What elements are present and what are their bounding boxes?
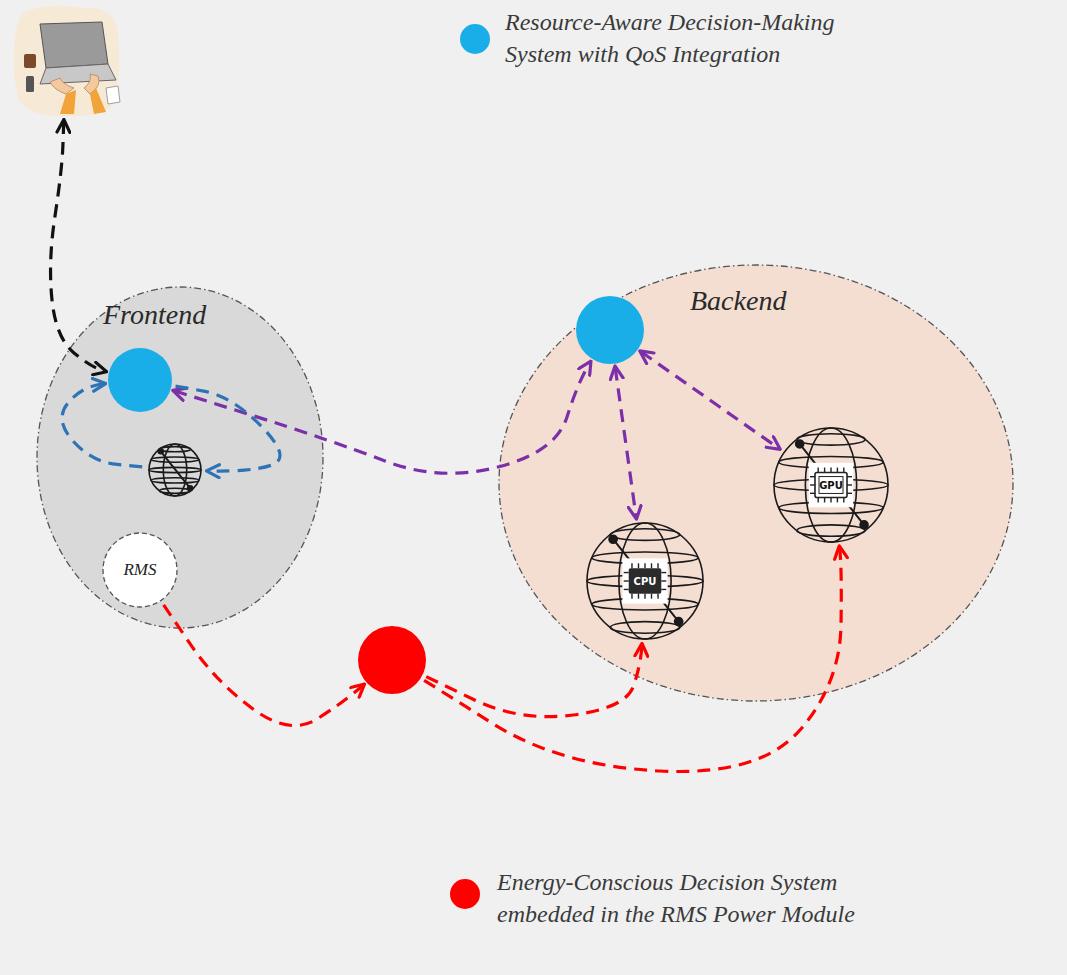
- decision-system-circle: [107, 347, 173, 413]
- frontend-region: FrontendRMS: [35, 285, 325, 630]
- node-label: RMS: [123, 560, 156, 580]
- chip-label: GPU: [819, 480, 843, 491]
- legend-entry: Resource-Aware Decision-Making System wi…: [460, 6, 865, 70]
- legend-entry: Energy-Conscious Decision System embedde…: [450, 866, 897, 930]
- dashed-connector: [164, 605, 364, 726]
- decision-system-circle-outline: [575, 295, 645, 365]
- model-globe: [145, 441, 205, 499]
- dashed-connector: [615, 368, 636, 518]
- dashed-connector: [424, 547, 841, 771]
- dashed-connector: [51, 121, 106, 371]
- rms-circle: RMS: [101, 531, 179, 609]
- decision-system-circle: [575, 295, 645, 365]
- chip-label: CPU: [634, 576, 657, 587]
- backend-region-outline: [497, 263, 1015, 703]
- legend-text: Energy-Conscious Decision System embedde…: [497, 866, 897, 930]
- user-laptop-illustration-outline: [10, 2, 122, 118]
- legend-swatch: [460, 24, 490, 54]
- legend-text: Resource-Aware Decision-Making System wi…: [505, 6, 865, 70]
- user-laptop-illustration: [10, 2, 122, 118]
- cpu-globe: CPU: [583, 520, 707, 642]
- region-heading: Backend: [690, 285, 786, 317]
- model-globe-outline: [145, 441, 205, 499]
- frontend-region-outline: [35, 285, 325, 630]
- dashed-connector: [426, 645, 642, 717]
- dashed-connector: [62, 384, 142, 467]
- dashed-connector: [174, 362, 590, 473]
- backend-region: BackendCPU GPU: [497, 263, 1015, 703]
- region-heading: Frontend: [103, 299, 206, 331]
- gpu-globe: GPU: [770, 425, 892, 545]
- decision-system-circle-outline: [107, 347, 173, 413]
- dashed-connector: [641, 352, 779, 449]
- dashed-connector: [176, 386, 281, 471]
- legend-swatch: [450, 879, 480, 909]
- energy-decision-circle-outline: [357, 625, 427, 695]
- energy-decision-circle: [357, 625, 427, 695]
